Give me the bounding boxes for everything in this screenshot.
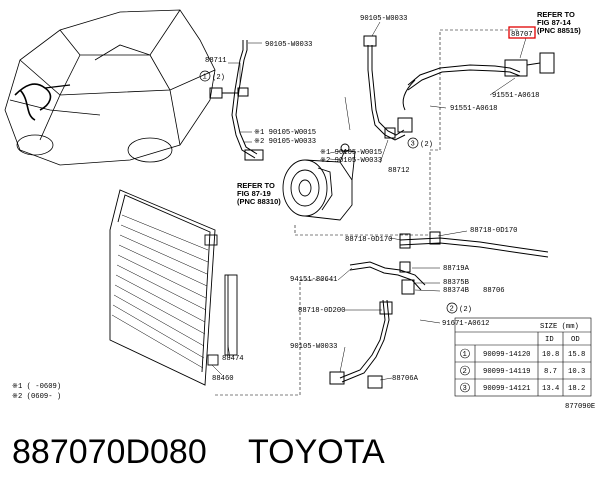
size-table bbox=[454, 317, 592, 397]
table-circle-1 bbox=[460, 348, 470, 359]
label-91671-a0612: 91671-A0612 bbox=[442, 320, 489, 328]
lower-pipes bbox=[329, 231, 549, 389]
hose-88711 bbox=[209, 40, 264, 161]
car-outline bbox=[4, 9, 216, 166]
ref-top-line2: FIG 87-14 bbox=[537, 18, 572, 27]
table-row-idx: 3 bbox=[463, 385, 467, 393]
label-88706a: 88706A bbox=[392, 375, 419, 383]
callout-paren-1: (2) bbox=[212, 74, 225, 82]
table-row-od: 10.3 bbox=[568, 368, 585, 376]
table-row-idx: 1 bbox=[463, 351, 467, 359]
label-90105-w0015-b: ※1 90105-W0015 bbox=[320, 149, 382, 157]
label-88707: 88707 bbox=[511, 31, 533, 39]
label-88718-0d200: 88718-0D200 bbox=[298, 307, 345, 315]
parts-diagram: 90105-W0033 88711 ※1 90105-W0015 ※2 9010… bbox=[4, 9, 595, 411]
label-88374b: 88374B bbox=[443, 287, 470, 295]
label-90105-w0015-a: ※1 90105-W0015 bbox=[254, 129, 316, 137]
label-88474: 88474 bbox=[222, 355, 244, 363]
size-table-text: SIZE (mm) ID OD 1 90099-14120 10.8 15.8 … bbox=[463, 323, 586, 393]
footnote-1: ※1 ( -0609) bbox=[12, 383, 61, 391]
label-88706: 88706 bbox=[483, 287, 505, 295]
label-88460: 88460 bbox=[212, 375, 234, 383]
callout-3: 3 bbox=[411, 141, 415, 149]
ref-mid-line2: FIG 87-19 bbox=[237, 189, 271, 198]
label-91551-a0618-b: 91551-A0618 bbox=[492, 92, 539, 100]
table-row-part: 90099-14120 bbox=[483, 351, 530, 359]
label-88719a: 88719A bbox=[443, 265, 470, 273]
label-94151-80641: 94151-80641 bbox=[290, 276, 337, 284]
label-88718-0d170-a: 88718-0D170 bbox=[345, 236, 392, 244]
table-row-part: 90099-14121 bbox=[483, 385, 530, 393]
table-row-od: 15.8 bbox=[568, 351, 585, 359]
callout-paren-2: (2) bbox=[459, 306, 472, 314]
table-row-id: 10.8 bbox=[542, 351, 559, 359]
hose-88712 bbox=[363, 35, 413, 141]
table-row-id: 8.7 bbox=[544, 368, 557, 376]
label-88375b: 88375B bbox=[443, 279, 470, 287]
callout-circle-3 bbox=[407, 137, 419, 149]
label-88711: 88711 bbox=[205, 57, 227, 65]
part-number-caption: 887070D080 bbox=[12, 433, 207, 471]
table-row-part: 90099-14119 bbox=[483, 368, 530, 376]
figure-code: 877090E bbox=[565, 403, 595, 411]
ref-mid-line3: (PNC 88310) bbox=[237, 197, 281, 206]
callouts: 1 (2) 3 (2) 2 (2) bbox=[199, 70, 472, 314]
table-circle-3 bbox=[460, 382, 470, 393]
tube-88707 bbox=[402, 52, 555, 111]
callout-2: 2 bbox=[450, 306, 454, 314]
table-col-od: OD bbox=[571, 336, 580, 344]
label-88718-0d170-b: 88718-0D170 bbox=[470, 227, 517, 235]
ref-mid-line1: REFER TO bbox=[237, 181, 275, 190]
callout-paren-3: (2) bbox=[420, 141, 433, 149]
table-title: SIZE (mm) bbox=[540, 323, 579, 331]
callout-circle-1 bbox=[199, 70, 211, 82]
condenser bbox=[109, 189, 238, 386]
footnote-2: ※2 (0609- ) bbox=[12, 393, 61, 401]
label-90105-w0033-a: 90105-W0033 bbox=[265, 41, 312, 49]
label-91551-a0618-a: 91551-A0618 bbox=[450, 105, 497, 113]
labels: 90105-W0033 88711 ※1 90105-W0015 ※2 9010… bbox=[205, 10, 581, 383]
highlight-box bbox=[508, 26, 536, 39]
ref-top-line3: (PNC 88515) bbox=[537, 26, 581, 35]
table-col-id: ID bbox=[545, 336, 554, 344]
table-row-id: 13.4 bbox=[542, 385, 559, 393]
callout-1: 1 bbox=[203, 74, 207, 82]
label-90105-w0033-c: ※2 90105-W0033 bbox=[254, 138, 316, 146]
ref-top-line1: REFER TO bbox=[537, 10, 575, 19]
label-88712: 88712 bbox=[388, 167, 410, 175]
table-circle-2 bbox=[460, 365, 470, 376]
leader-lines bbox=[211, 21, 527, 381]
label-90105-w0033-d: ※2 90105-W0033 bbox=[320, 157, 382, 165]
table-row-od: 18.2 bbox=[568, 385, 585, 393]
callout-circle-2 bbox=[446, 302, 458, 314]
label-90105-w0033-b: 90105-W0033 bbox=[360, 15, 407, 23]
compressor bbox=[282, 143, 356, 221]
brand-caption: TOYOTA bbox=[248, 433, 385, 471]
label-90105-w0033-e: 90105-W0033 bbox=[290, 343, 337, 351]
table-row-idx: 2 bbox=[463, 368, 467, 376]
dashed-boundary bbox=[215, 29, 520, 396]
